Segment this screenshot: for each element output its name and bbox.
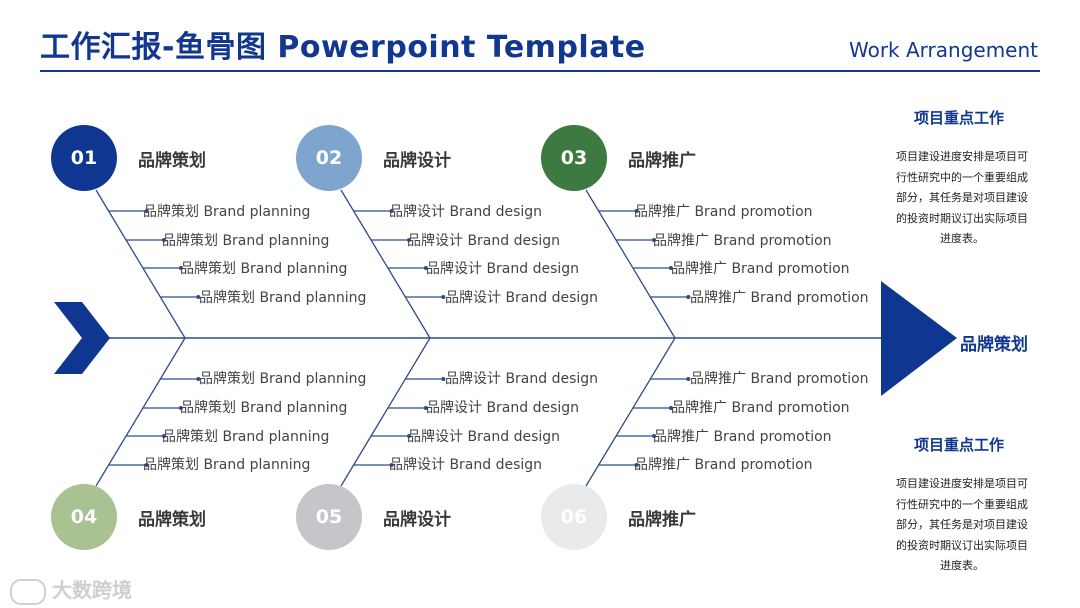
badge-number: 01 [70,147,98,169]
bone-03-item: 品牌推广 Brand promotion [671,261,850,277]
bone-line-04 [95,337,186,487]
bone-04-title: 品牌策划 [138,510,206,530]
bone-01-number-badge: 01 [51,125,117,191]
bone-tick-1-dot [162,238,167,242]
bone-05-item: 品牌设计 Brand design [407,429,561,445]
fish-head-label: 品牌策划 [960,335,1028,355]
bone-tick-6-dot [686,377,691,381]
bone-05-item: 品牌设计 Brand design [426,400,580,416]
bone-line-05 [340,337,431,487]
badge-number: 03 [560,147,588,169]
bone-06-title: 品牌推广 [628,510,696,530]
bone-tick-2-dot [441,295,446,299]
bone-03-item: 品牌推广 Brand promotion [653,233,832,249]
bone-tick-4-dot [178,406,183,410]
bone-tick-2-dot [423,266,428,270]
bone-03-item: 品牌推广 Brand promotion [690,290,869,306]
bone-01-title: 品牌策划 [138,151,206,171]
sidebar-text-line: 的投资时期议订出实际项目 [896,538,1028,552]
sidebar-text-line: 进度表。 [940,559,984,572]
bone-04-item: 品牌策划 Brand planning [143,457,311,473]
bone-tick-1-dot [144,209,149,213]
bone-01-item: 品牌策划 Brand planning [180,261,348,277]
bone-tick-6-dot [668,406,673,410]
bone-03-title: 品牌推广 [628,151,696,171]
bone-05-item: 品牌设计 Brand design [445,371,599,387]
bone-02-item: 品牌设计 Brand design [389,204,543,220]
bone-tick-4-dot [144,463,149,467]
bone-06-item: 品牌推广 Brand promotion [634,457,813,473]
bone-tick-5-dot [407,434,412,438]
bone-04-item: 品牌策划 Brand planning [162,429,330,445]
bone-02-item: 品牌设计 Brand design [407,233,561,249]
sidebar-text-line: 进度表。 [940,232,984,245]
sidebar-block-1-title: 项目重点工作 [913,109,1004,127]
watermark-text: 大数跨境 [52,578,132,602]
bone-05-number-badge: 05 [296,484,362,550]
bone-tick-6-dot [634,463,639,467]
bone-tick-3-dot [686,295,691,299]
sidebar-block-2-text: 项目建设进度安排是项目可 行性研究中的一个重要组成 部分，其任务是对项目建设 的… [889,474,1035,577]
bone-tick-3-dot [668,266,673,270]
bone-02-title: 品牌设计 [383,151,451,171]
sidebar-block-2-title: 项目重点工作 [913,436,1004,454]
bone-tick-6-dot [652,434,657,438]
bone-tick-2-dot [389,209,394,213]
bone-05-title: 品牌设计 [383,510,451,530]
bone-03-number-badge: 03 [541,125,607,191]
bone-02-number-badge: 02 [296,125,362,191]
bone-01-item: 品牌策划 Brand planning [162,233,330,249]
sidebar-text-line: 项目建设进度安排是项目可 [896,150,1028,163]
sidebar-text-line: 行性研究中的一个重要组成 [896,170,1028,184]
sidebar-text-line: 部分，其任务是对项目建设 [896,191,1028,204]
sidebar-block-1-text: 项目建设进度安排是项目可 行性研究中的一个重要组成 部分，其任务是对项目建设 的… [889,147,1035,250]
bone-06-number-badge: 06 [541,484,607,550]
bone-06-item: 品牌推广 Brand promotion [653,429,832,445]
tail-chevron-icon [54,302,110,374]
bone-02-item: 品牌设计 Brand design [445,290,599,306]
bone-line-02 [340,189,431,339]
bone-line-03 [585,189,676,339]
page-subtitle: Work Arrangement [848,38,1038,62]
bone-line-01 [95,189,186,339]
head-triangle-icon [881,281,957,396]
bone-tick-4-dot [196,377,201,381]
bone-06-item: 品牌推广 Brand promotion [671,400,850,416]
sidebar-text-line: 部分，其任务是对项目建设 [896,518,1028,531]
sidebar-text-line: 行性研究中的一个重要组成 [896,497,1028,511]
bone-04-item: 品牌策划 Brand planning [180,400,348,416]
badge-number: 05 [315,506,343,528]
sidebar-text-line: 的投资时期议订出实际项目 [896,211,1028,225]
bone-04-number-badge: 04 [51,484,117,550]
bone-03-item: 品牌推广 Brand promotion [634,204,813,220]
bone-06-item: 品牌推广 Brand promotion [690,371,869,387]
badge-number: 02 [315,147,343,169]
bone-04-item: 品牌策划 Brand planning [199,371,367,387]
badge-number: 04 [70,506,98,528]
bone-01-item: 品牌策划 Brand planning [143,204,311,220]
page-title: 工作汇报-鱼骨图 Powerpoint Template [40,30,646,65]
bone-tick-2-dot [407,238,412,242]
bone-tick-4-dot [162,434,167,438]
bone-tick-5-dot [389,463,394,467]
bone-line-06 [585,337,676,487]
bone-02-item: 品牌设计 Brand design [426,261,580,277]
bone-tick-1-dot [178,266,183,270]
watermark: 大数跨境 [10,574,132,605]
bone-tick-3-dot [652,238,657,242]
bone-05-item: 品牌设计 Brand design [389,457,543,473]
bone-tick-3-dot [634,209,639,213]
bone-tick-5-dot [441,377,446,381]
sidebar-text-line: 项目建设进度安排是项目可 [896,477,1028,490]
bone-01-item: 品牌策划 Brand planning [199,290,367,306]
title-divider [40,70,1040,72]
watermark-logo-icon [10,578,46,605]
badge-number: 06 [560,506,588,528]
bone-tick-5-dot [423,406,428,410]
bone-tick-1-dot [196,295,201,299]
